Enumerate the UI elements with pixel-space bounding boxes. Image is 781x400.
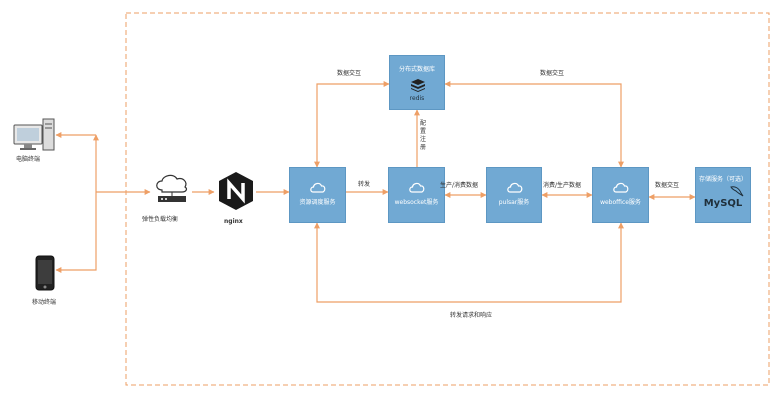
desktop-computer-icon [13,118,55,151]
weboffice-box: weboffice服务 [592,167,649,223]
pulsar-box: pulsar服务 [486,167,542,223]
mobile-client: 移动终端 [28,255,74,311]
resource-scheduler-label: 资源调度服务 [299,199,336,206]
resource-scheduler-box: 资源调度服务 [289,167,346,223]
redis-name: redis [409,95,425,102]
edge-forward-request [314,222,624,303]
nginx-node: nginx [214,170,258,230]
pulsar-label: pulsar服务 [498,199,530,206]
edge-mobile-link [55,192,97,273]
edge-label-data-exchange-right: 数据交互 [540,70,565,77]
nginx-label: nginx [224,218,243,225]
mobile-client-label: 移动终端 [32,299,57,306]
cloud-icon [507,182,523,193]
edge-label-forward-request: 转发请求和响应 [450,312,493,319]
edge-label-config-register: 配置注册 [419,120,426,151]
nginx-logo-icon [219,172,253,210]
load-balancer-node: 弹性负载均衡 [142,172,194,232]
storage-name: MySQL [703,198,743,209]
cloud-icon [613,182,629,193]
websocket-label: websocket服务 [394,199,439,206]
edge-redis-weboffice [444,81,624,168]
weboffice-label: weboffice服务 [600,199,641,206]
pc-client-label: 电脑终端 [16,156,41,163]
pc-client: 电脑终端 [12,118,58,168]
load-balancer-label: 弹性负载均衡 [142,216,179,223]
edge-label-produce-consume: 生产/消费数据 [440,182,479,189]
edge-label-consume-produce: 消费/生产数据 [543,182,582,189]
edge-label-forward: 转发 [358,181,371,188]
redis-title: 分布式数据库 [398,66,435,73]
websocket-box: websocket服务 [388,167,445,223]
redis-box: 分布式数据库 redis [389,55,445,110]
system-boundary [125,12,770,386]
cloud-icon [310,182,326,193]
mysql-dolphin-icon [730,186,744,197]
edge-label-data-exchange-storage: 数据交互 [655,182,680,189]
cloud-network-icon [156,174,188,202]
redis-stack-icon [411,79,425,92]
storage-title: 存储服务（可选） [698,176,747,183]
cloud-icon [409,182,425,193]
storage-box: 存储服务（可选） MySQL [695,167,751,223]
edge-label-data-exchange-left: 数据交互 [337,70,362,77]
edge-redis-resource [314,81,390,168]
smartphone-icon [35,255,55,291]
